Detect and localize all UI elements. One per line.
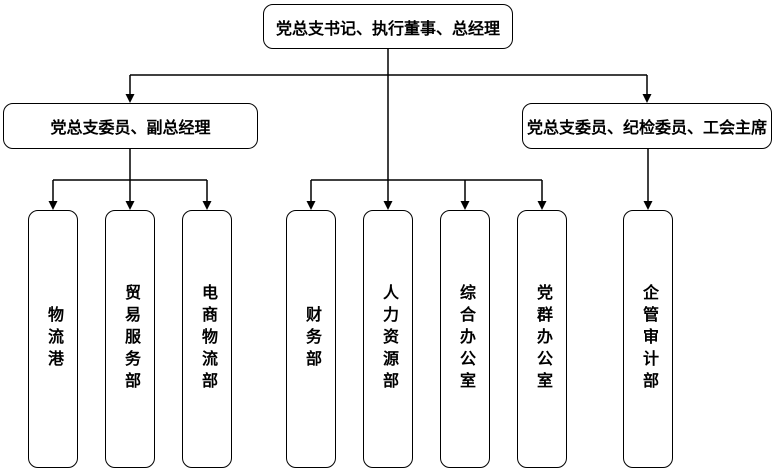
connector-line-group xyxy=(52,49,649,201)
arrowhead-dept4 xyxy=(306,201,316,210)
arrowhead-dept5 xyxy=(383,201,393,210)
arrowhead-dept7 xyxy=(537,201,547,210)
arrowhead-dept2 xyxy=(125,201,135,210)
arrowhead-l2-right xyxy=(642,94,652,103)
node-discipline-union-chair: 党总支委员、纪检委员、工会主席 xyxy=(522,103,772,149)
node-deputy-general-manager: 党总支委员、副总经理 xyxy=(3,103,258,149)
node-dept-enterprise-audit: 企管审计部 xyxy=(623,210,673,468)
node-dept-ecommerce-logistics: 电商物流部 xyxy=(182,210,232,468)
arrowhead-dept1 xyxy=(48,201,58,210)
node-dept-party-masses-office: 党群办公室 xyxy=(517,210,567,468)
arrowhead-l2-left xyxy=(125,94,135,103)
arrowhead-dept8 xyxy=(643,201,653,210)
node-dept-logistics-port: 物流港 xyxy=(28,210,78,468)
node-dept-human-resources: 人力资源部 xyxy=(363,210,413,468)
arrowhead-dept6 xyxy=(460,201,470,210)
arrowhead-group xyxy=(48,94,653,210)
arrowhead-dept3 xyxy=(202,201,212,210)
node-dept-trade-service: 贸易服务部 xyxy=(105,210,155,468)
node-dept-finance: 财务部 xyxy=(286,210,336,468)
node-root: 党总支书记、执行董事、总经理 xyxy=(263,4,513,49)
node-dept-general-office: 综合办公室 xyxy=(440,210,490,468)
